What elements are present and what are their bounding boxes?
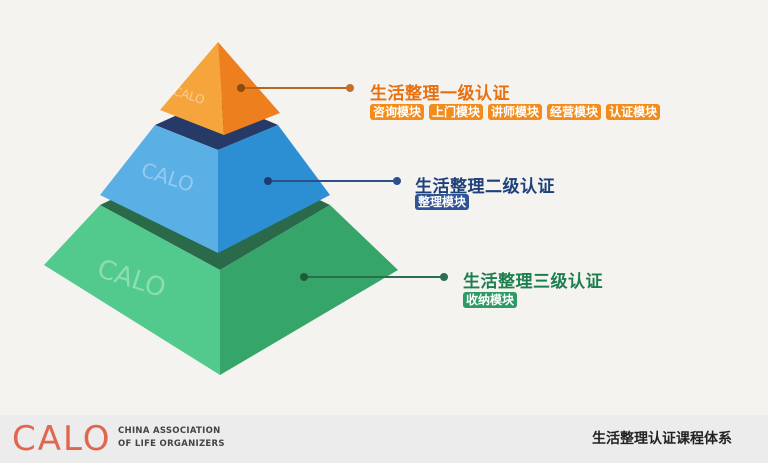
footer-bar: CALO CHINA ASSOCIATION OF LIFE ORGANIZER… <box>0 415 768 463</box>
level1-tag: 经营模块 <box>547 104 602 120</box>
pyramid-diagram: CALO CALO CALO 生活整理一级认证 咨询模块 上门模块 讲师模块 经… <box>0 0 768 415</box>
tier3-connector-start <box>300 273 308 281</box>
level1-tag: 认证模块 <box>606 104 661 120</box>
tier3-connector-end <box>440 273 448 281</box>
tier1-connector-end <box>346 84 354 92</box>
level2-title: 生活整理二级认证 <box>415 177 555 197</box>
level1-tag: 上门模块 <box>429 104 484 120</box>
tier2-right-face <box>218 125 330 253</box>
level2-tag: 整理模块 <box>415 194 470 210</box>
level1-tags: 咨询模块 上门模块 讲师模块 经营模块 认证模块 <box>370 104 661 120</box>
tier3-left-face <box>44 205 220 375</box>
level1-tag: 咨询模块 <box>370 104 425 120</box>
tier1-connector-start <box>237 84 245 92</box>
tier2-connector-start <box>264 177 272 185</box>
level3-tag: 收纳模块 <box>463 292 518 308</box>
level1-tag: 讲师模块 <box>488 104 543 120</box>
level3-tags: 收纳模块 <box>463 292 518 308</box>
tier1-left-face <box>160 42 224 135</box>
calo-logo: CALO <box>12 419 112 459</box>
tier2-left-face <box>100 125 218 253</box>
logo-subtitle-line1: CHINA ASSOCIATION <box>118 426 221 436</box>
level2-tags: 整理模块 <box>415 194 470 210</box>
tier3-right-face <box>220 205 398 375</box>
footer-caption: 生活整理认证课程体系 <box>592 431 732 447</box>
pyramid-graphic: CALO CALO CALO <box>44 42 448 375</box>
tier2-connector-end <box>393 177 401 185</box>
level1-title: 生活整理一级认证 <box>370 84 510 104</box>
logo-subtitle-line2: OF LIFE ORGANIZERS <box>118 439 225 449</box>
level3-title: 生活整理三级认证 <box>463 272 603 292</box>
